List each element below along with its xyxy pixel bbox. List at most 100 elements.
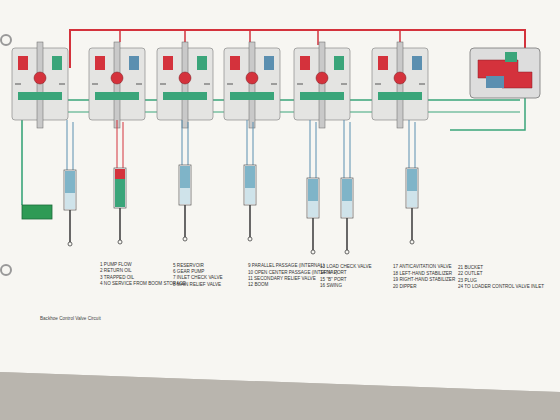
cylinder-line	[409, 120, 415, 168]
rod-eye	[68, 242, 72, 246]
spool	[114, 42, 120, 128]
cylinder-line	[182, 120, 188, 165]
piston-rod	[312, 218, 314, 250]
cylinder-oil	[342, 179, 352, 201]
spool	[182, 42, 188, 128]
pressure-cavity	[95, 56, 105, 70]
legend-entry: 21 BUCKET	[458, 265, 483, 271]
legend-entry: 1 PUMP FLOW	[100, 262, 132, 268]
return-cavity	[18, 92, 62, 100]
legend-entry: 3 TRAPPED OIL	[100, 275, 134, 281]
piston-rod	[184, 205, 186, 237]
legend-entry: 24 TO LOADER CONTROL VALVE INLET	[458, 284, 544, 290]
cylinder-line	[344, 120, 350, 178]
cylinder-oil	[308, 201, 318, 217]
cylinder-oil	[308, 179, 318, 201]
binder-ring	[1, 35, 11, 45]
rod-eye	[118, 240, 122, 244]
rod-eye	[345, 250, 349, 254]
piston-rod	[69, 210, 71, 242]
land	[375, 84, 425, 85]
piston-rod	[249, 205, 251, 237]
pressure-cavity	[394, 72, 406, 84]
legend-entry: 17 ANTICAVITATION VALVE	[393, 264, 452, 270]
legend-entry: 16 SWING	[320, 283, 342, 289]
pressure-cavity	[111, 72, 123, 84]
legend-entry: 5 RESERVOIR	[173, 263, 204, 269]
cylinder-line	[67, 120, 73, 170]
cylinders	[64, 120, 418, 254]
legend-entry: 9 PARALLEL PASSAGE (INTERNAL)	[248, 263, 325, 269]
spool	[319, 42, 325, 128]
spool	[397, 42, 403, 128]
pressure-cavity	[163, 56, 173, 70]
port-cavity	[334, 56, 344, 70]
cylinder-line	[247, 120, 253, 165]
port-cavity	[52, 56, 62, 70]
cylinder-barrel	[179, 165, 191, 205]
legend-entry: 19 RIGHT-HAND STABILIZER	[393, 277, 455, 283]
legend-entry: 15 "B" PORT	[320, 277, 347, 283]
pressure-cavity	[246, 72, 258, 84]
pressure-cavity	[179, 72, 191, 84]
legend-entry: 23 PLUG	[458, 278, 477, 284]
piston-rod	[119, 208, 121, 240]
pressure-cavity	[34, 72, 46, 84]
legend-entry: 14 "A" PORT	[320, 270, 347, 276]
legend-entry: 13 LOAD CHECK VALVE	[320, 264, 372, 270]
return-cavity	[95, 92, 139, 100]
piston-rod	[411, 208, 413, 240]
cylinder-oil	[65, 193, 75, 209]
spool	[37, 42, 43, 128]
cylinder-barrel	[406, 168, 418, 208]
cylinder-barrel	[307, 178, 319, 218]
table	[0, 372, 560, 420]
rod-eye	[311, 250, 315, 254]
land	[15, 84, 65, 85]
rod-eye	[248, 237, 252, 241]
rod-eye	[410, 240, 414, 244]
pressure-cavity	[18, 56, 28, 70]
legend-entry: 6 GEAR PUMP	[173, 269, 204, 275]
cylinder-barrel	[114, 168, 126, 208]
cylinder-oil	[180, 166, 190, 188]
circuit-lines	[22, 30, 525, 205]
legend-entry: 18 LEFT-HAND STABILIZER	[393, 271, 452, 277]
legend-entry: 2 RETURN OIL	[100, 268, 132, 274]
land	[227, 84, 277, 85]
cylinder-oil	[407, 169, 417, 191]
cylinder-oil	[115, 169, 125, 179]
binder-ring	[1, 265, 11, 275]
legend-entry: 20 DIPPER	[393, 284, 417, 290]
legend-entry: 22 OUTLET	[458, 271, 483, 277]
cylinder-oil	[245, 166, 255, 188]
return-cavity	[163, 92, 207, 100]
cylinder-barrel	[244, 165, 256, 205]
cylinder-oil	[342, 201, 352, 217]
legend-entry: 7 INLET CHECK VALVE	[173, 275, 223, 281]
return-cavity	[300, 92, 344, 100]
cylinder-oil	[407, 191, 417, 207]
legend-entry: 11 SECONDARY RELIEF VALVE	[248, 276, 316, 282]
legend-entry: 4 NO SERVICE FROM BOOM STORAGE	[100, 281, 186, 287]
rod-eye	[183, 237, 187, 241]
port-cavity	[412, 56, 422, 70]
cylinder-line	[117, 120, 123, 168]
cylinder-oil	[65, 171, 75, 193]
cylinder-barrel	[64, 170, 76, 210]
cylinder-line	[310, 120, 316, 178]
cylinder-oil	[115, 179, 125, 207]
pressure-cavity	[316, 72, 328, 84]
legend-entry: 8 MAIN RELIEF VALVE	[173, 282, 221, 288]
legend-entry: 12 BOOM	[248, 282, 268, 288]
valve-sections	[12, 42, 428, 128]
return-cavity	[230, 92, 274, 100]
port-cavity	[264, 56, 274, 70]
port-cavity	[197, 56, 207, 70]
land	[160, 84, 210, 85]
return-cavity	[378, 92, 422, 100]
pressure-cavity	[300, 56, 310, 70]
land	[297, 84, 347, 85]
cylinder-oil	[180, 188, 190, 204]
